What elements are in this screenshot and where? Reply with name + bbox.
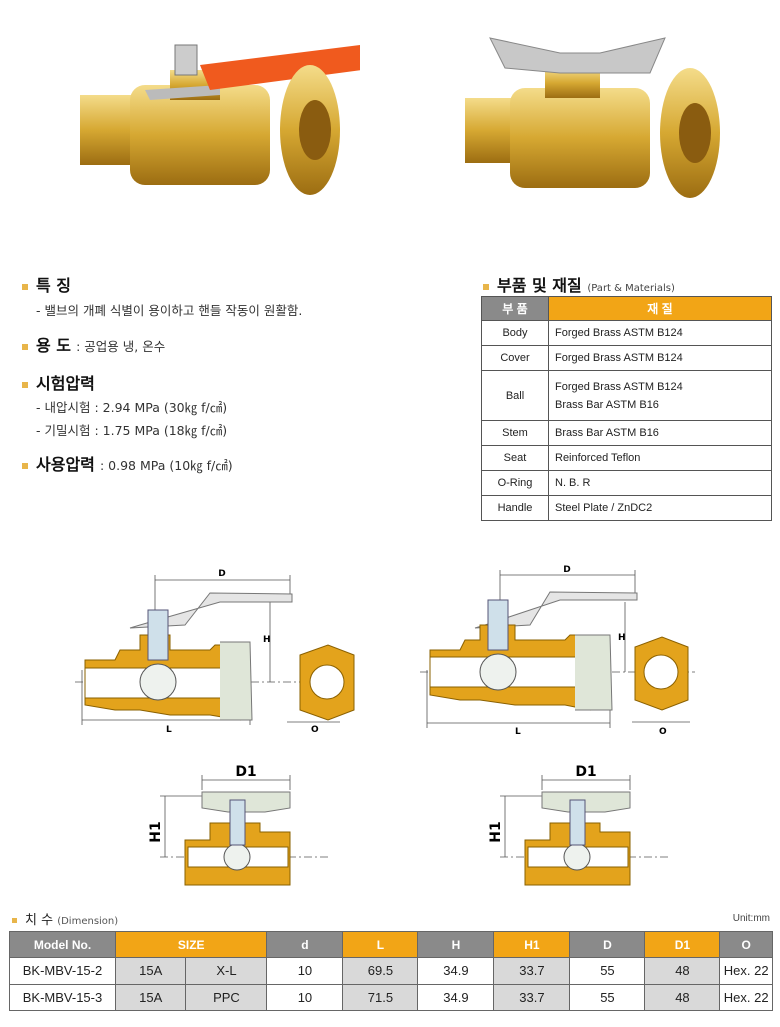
- part-name: Stem: [481, 420, 549, 446]
- valve-photo-butterfly-handle: [465, 37, 720, 198]
- part-material: N. B. R: [548, 470, 772, 496]
- part-name: Ball: [481, 370, 549, 421]
- features-section: 특 징 - 밸브의 개폐 식별이 용이하고 핸들 작동이 원활함.: [22, 272, 302, 319]
- dimension-label-h: H: [263, 635, 271, 645]
- usage-title: 용 도: [36, 336, 72, 355]
- working-pressure-value: : 0.98 MPa (10㎏ f/㎠): [99, 458, 233, 473]
- cell-model: BK-MBV-15-3: [9, 983, 116, 1011]
- part-name: O-Ring: [481, 470, 549, 496]
- dimension-label-h1: H1: [488, 821, 504, 842]
- parts-header-material: 재 질: [548, 296, 772, 321]
- unit-label: Unit:mm: [732, 913, 770, 924]
- dimension-label-d: D: [218, 569, 225, 579]
- cell-d-upper: 55: [569, 983, 646, 1011]
- drawing-lever-valve-1: D H L O: [75, 569, 355, 735]
- header-d-upper: D: [569, 931, 646, 958]
- header-d: d: [266, 931, 344, 958]
- working-pressure-section: 사용압력 : 0.98 MPa (10㎏ f/㎠): [22, 451, 233, 475]
- dimension-label-o: O: [659, 727, 667, 735]
- dimension-label-o: O: [311, 725, 319, 735]
- table-row: BK-MBV-15-2 15A X-L 10 69.5 34.9 33.7 55…: [9, 957, 773, 985]
- part-material-line: Forged Brass ASTM B124: [555, 380, 683, 393]
- cell-h: 34.9: [417, 983, 495, 1011]
- parts-title-text: 부품 및 재질: [497, 276, 582, 295]
- cell-d: 10: [266, 983, 344, 1011]
- valve-photo-lever-handle: [80, 44, 360, 195]
- part-name: Cover: [481, 345, 549, 371]
- cell-type: PPC: [185, 983, 268, 1011]
- test-pressure-line: - 기밀시험 : 1.75 MPa (18㎏ f/㎠): [36, 423, 228, 438]
- test-pressure-title: 시험압력: [36, 374, 95, 393]
- cell-o: Hex. 22: [719, 983, 773, 1011]
- part-name: Body: [481, 320, 549, 346]
- part-material-line: Brass Bar ASTM B16: [555, 398, 659, 411]
- part-material: Brass Bar ASTM B16: [548, 420, 772, 446]
- dimension-subtitle: (Dimension): [57, 916, 119, 927]
- test-pressure-section: 시험압력 - 내압시험 : 2.94 MPa (30㎏ f/㎠) - 기밀시험 …: [22, 370, 227, 439]
- drawing-lever-valve-2: D H L O: [420, 565, 695, 735]
- header-model: Model No.: [9, 931, 116, 958]
- drawing-butterfly-valve-1: D1 H1: [148, 764, 330, 886]
- cell-d-upper: 55: [569, 957, 646, 985]
- dimension-table: Model No. SIZE d L H H1 D D1 O BK-MBV-15…: [9, 931, 773, 1011]
- header-d1: D1: [644, 931, 721, 958]
- dimension-label-d1: D1: [235, 764, 256, 780]
- dimension-label-h: H: [618, 633, 626, 643]
- drawing-butterfly-valve-2: D1 H1: [488, 764, 670, 886]
- dimension-title-text: 치 수: [25, 913, 54, 928]
- dimension-label-d1: D1: [575, 764, 596, 780]
- usage-section: 용 도 : 공업용 냉, 온수: [22, 332, 165, 356]
- dimension-title: 치 수 (Dimension): [12, 909, 118, 928]
- cell-o: Hex. 22: [719, 957, 773, 985]
- header-o: O: [719, 931, 773, 958]
- cell-type: X-L: [185, 957, 268, 985]
- features-desc: - 밸브의 개폐 식별이 용이하고 핸들 작동이 원활함.: [36, 303, 303, 318]
- header-l: L: [342, 931, 419, 958]
- dimension-label-h1: H1: [148, 821, 164, 842]
- part-material: Forged Brass ASTM B124: [548, 345, 772, 371]
- cell-model: BK-MBV-15-2: [9, 957, 116, 985]
- cell-h1: 33.7: [493, 957, 571, 985]
- cell-d1: 48: [644, 957, 721, 985]
- part-material: Steel Plate / ZnDC2: [548, 495, 772, 521]
- cell-h: 34.9: [417, 957, 495, 985]
- cell-h1: 33.7: [493, 983, 571, 1011]
- cell-l: 69.5: [342, 957, 419, 985]
- header-h1: H1: [493, 931, 571, 958]
- part-name: Seat: [481, 445, 549, 471]
- part-name: Handle: [481, 495, 549, 521]
- part-material: Forged Brass ASTM B124: [548, 320, 772, 346]
- parts-subtitle: (Part & Materials): [587, 283, 675, 294]
- parts-header-part: 부 품: [481, 296, 549, 321]
- parts-title: 부품 및 재질 (Part & Materials): [483, 272, 675, 296]
- dimension-label-l: L: [515, 727, 521, 735]
- part-material: Reinforced Teflon: [548, 445, 772, 471]
- cell-d: 10: [266, 957, 344, 985]
- dimension-label-l: L: [166, 725, 172, 735]
- features-title: 특 징: [36, 276, 72, 295]
- header-size: SIZE: [114, 931, 268, 958]
- cell-size: 15A: [114, 983, 187, 1011]
- usage-value: : 공업용 냉, 온수: [76, 339, 166, 354]
- working-pressure-title: 사용압력: [36, 455, 95, 474]
- header-h: H: [417, 931, 495, 958]
- test-pressure-line: - 내압시험 : 2.94 MPa (30㎏ f/㎠): [36, 400, 228, 415]
- cell-d1: 48: [644, 983, 721, 1011]
- cell-size: 15A: [114, 957, 187, 985]
- dimension-label-d: D: [563, 565, 570, 575]
- cell-l: 71.5: [342, 983, 419, 1011]
- table-row: BK-MBV-15-3 15A PPC 10 71.5 34.9 33.7 55…: [9, 983, 773, 1011]
